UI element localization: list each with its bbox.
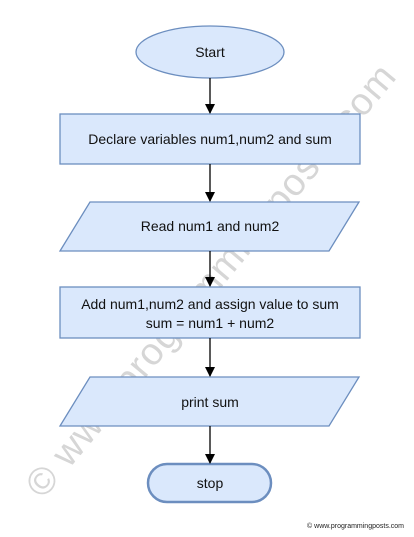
read-label: Read num1 and num2	[141, 218, 280, 234]
stop-terminator	[146, 462, 273, 504]
declare-label: Declare variables num1,num2 and sum	[88, 131, 332, 147]
print-output-box	[58, 376, 361, 427]
read-input-box	[58, 201, 361, 252]
add-process-box	[59, 286, 361, 339]
credit-text: © www.programmingposts.com	[307, 522, 404, 530]
add-label-line-2: sum = num1 + num2	[146, 315, 275, 331]
print-label: print sum	[181, 394, 239, 410]
start-label: Start	[195, 44, 225, 60]
stop-label: stop	[197, 475, 224, 491]
add-label-line-1: Add num1,num2 and assign value to sum	[81, 296, 339, 312]
